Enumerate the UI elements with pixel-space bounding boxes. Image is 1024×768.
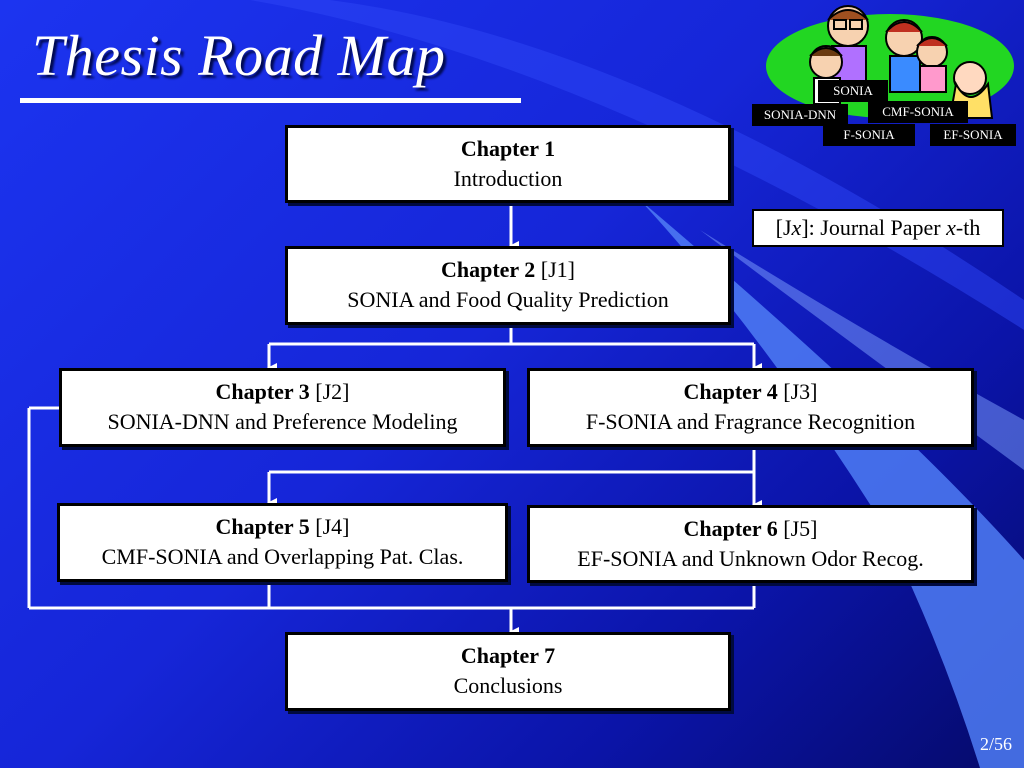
chapter-heading: Chapter 6: [683, 516, 778, 541]
chapter-description: SONIA-DNN and Preference Modeling: [107, 409, 458, 434]
journal-ref: [J4]: [315, 514, 350, 539]
chapter-description: Conclusions: [453, 673, 563, 698]
chapter-description: Introduction: [453, 166, 563, 191]
tag-sonia: SONIA: [818, 80, 888, 102]
chapter-description: F-SONIA and Fragrance Recognition: [585, 409, 916, 434]
tag-f-sonia: F-SONIA: [823, 124, 915, 146]
chapter-1-box: Chapter 1 Introduction: [285, 125, 731, 203]
journal-ref: [J5]: [783, 516, 818, 541]
journal-ref: [J1]: [540, 257, 576, 282]
chapter-7-box: Chapter 7 Conclusions: [285, 632, 731, 711]
chapter-2-box: Chapter 2 [J1] SONIA and Food Quality Pr…: [285, 246, 731, 325]
journal-ref: [J3]: [783, 379, 818, 404]
page-number: 2/56: [979, 734, 1012, 754]
chapter-heading: Chapter 2: [440, 257, 536, 282]
tag-cmf-sonia: CMF-SONIA: [868, 101, 968, 123]
chapter-heading: Chapter 7: [460, 643, 556, 668]
tag-sonia-dnn: SONIA-DNN: [752, 104, 848, 126]
chapter-description: CMF-SONIA and Overlapping Pat. Clas.: [101, 544, 464, 569]
tag-ef-sonia: EF-SONIA: [930, 124, 1016, 146]
chapter-3-box: Chapter 3 [J2] SONIA-DNN and Preference …: [59, 368, 506, 447]
chapter-5-box: Chapter 5 [J4] CMF-SONIA and Overlapping…: [57, 503, 508, 582]
chapter-heading: Chapter 3: [215, 379, 310, 404]
journal-ref: [J2]: [315, 379, 350, 404]
legend-journal-paper: [Jx]: Journal Paper x-th: [752, 209, 1004, 247]
chapter-heading: Chapter 1: [460, 136, 556, 161]
chapter-4-box: Chapter 4 [J3] F-SONIA and Fragrance Rec…: [527, 368, 974, 447]
chapter-description: SONIA and Food Quality Prediction: [347, 287, 669, 312]
family-logo: SONIA SONIA-DNN CMF-SONIA F-SONIA EF-SON…: [752, 0, 1024, 148]
page-title: Thesis Road Map: [32, 23, 446, 88]
chapter-6-box: Chapter 6 [J5] EF-SONIA and Unknown Odor…: [527, 505, 974, 583]
chapter-heading: Chapter 5: [215, 514, 310, 539]
chapter-description: EF-SONIA and Unknown Odor Recog.: [577, 546, 924, 571]
chapter-heading: Chapter 4: [683, 379, 778, 404]
title-underline: [20, 98, 521, 103]
